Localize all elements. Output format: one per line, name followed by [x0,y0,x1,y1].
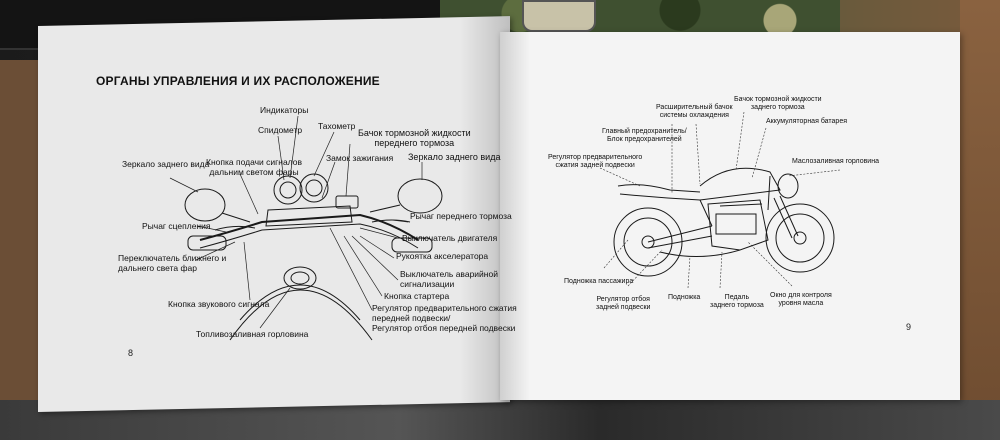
label-rear-brake-pedal: Педаль заднего тормоза [710,294,764,310]
label-throttle: Рукоятка акселератора [396,251,489,261]
label-horn: Кнопка звукового сигнала [168,299,270,309]
label-ignition: Замок зажигания [326,153,394,163]
label-rear-preload: Регулятор предварительного сжатия задней… [548,154,643,170]
label-dimmer: Переключатель ближнего и дальнего света … [118,253,227,273]
label-main-fuse: Главный предохранитель/ Блок предохранит… [602,128,687,144]
label-front-brake-reservoir: Бачок тормозной жидкости переднего тормо… [358,128,471,149]
handheld-device [522,0,596,32]
label-battery: Аккумуляторная батарея [766,118,847,125]
label-coolant-tank: Расширительный бачок системы охлаждения [656,104,733,120]
label-engine-stop: Выключатель двигателя [402,233,498,243]
label-footrest: Подножка [668,294,701,301]
label-fuel-filler: Топливозаливная горловина [196,329,309,339]
label-rear-brake-reservoir: Бачок тормозной жидкости заднего тормоза [734,96,822,112]
label-starter: Кнопка стартера [384,291,450,301]
label-speedometer: Спидометр [258,125,303,135]
label-oil-filler: Маслозаливная горловина [792,158,879,165]
label-tachometer: Тахометр [318,121,356,131]
page-number-right: 9 [906,322,912,332]
label-passing-button: Кнопка подачи сигналов дальним светом фа… [206,157,302,177]
label-mirror-left: Зеркало заднего вида [122,159,210,169]
label-hazard: Выключатель аварийной сигнализации [400,269,498,289]
label-rear-rebound: Регулятор отбоя задней подвески [596,296,651,312]
page-number-left: 8 [128,348,134,358]
right-page [500,32,960,400]
motorcycle-illustration [613,167,835,277]
left-mirror-drawing [184,188,226,222]
label-fork-adjusters: Регулятор предварительного сжатия передн… [372,303,517,333]
label-front-brake-lever: Рычаг переднего тормоза [410,211,512,221]
right-mirror-drawing [397,178,443,214]
label-mirror-right: Зеркало заднего вида [408,152,501,162]
label-oil-window: Окно для контроля уровня масла [770,292,832,308]
left-page-heading: ОРГАНЫ УПРАВЛЕНИЯ И ИХ РАСПОЛОЖЕНИЕ [96,74,380,88]
label-passenger-footrest: Подножка пассажира [564,278,634,285]
wooden-table [960,0,1000,440]
label-clutch-lever: Рычаг сцепления [142,221,211,231]
label-indicators: Индикаторы [260,105,309,115]
